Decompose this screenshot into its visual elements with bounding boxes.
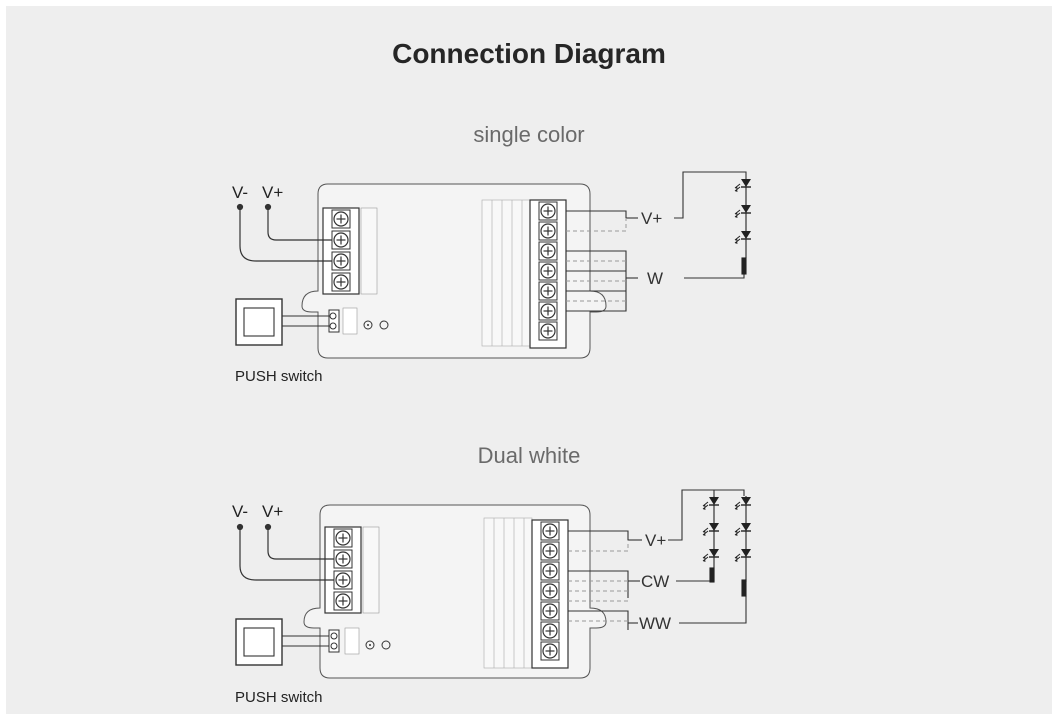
- led-strip-cw: [709, 496, 715, 583]
- push-switch-label: PUSH switch: [235, 368, 323, 385]
- output-label-cw: CW: [640, 572, 671, 592]
- output-label-table: [483, 517, 533, 669]
- output-label-w: W: [646, 269, 665, 289]
- led-icon: [734, 496, 752, 511]
- section-title-dual-white: Dual white: [477, 443, 581, 468]
- input-minus-label: V-: [232, 502, 249, 521]
- push-switch: [235, 298, 329, 346]
- output-label-table: [481, 199, 531, 347]
- led-icon: [702, 496, 720, 511]
- output-label-ww: WW: [638, 614, 673, 634]
- input-minus-label: V-: [232, 183, 249, 202]
- led-icon: [734, 204, 752, 219]
- push-switch-label: PUSH switch: [235, 689, 323, 706]
- led-strip-ww: [741, 496, 747, 597]
- wiring-diagram: [235, 171, 752, 679]
- diagram-canvas: Connection Diagram single color V- V+ V+…: [6, 6, 1052, 714]
- led-icon: [734, 522, 752, 537]
- push-switch: [235, 618, 329, 666]
- led-icon: [734, 230, 752, 245]
- input-plus-label: V+: [262, 183, 284, 202]
- output-label-vplus: V+: [644, 531, 668, 551]
- led-strip-single: [741, 180, 747, 275]
- output-label-vplus: V+: [640, 209, 664, 229]
- led-icon: [702, 522, 720, 537]
- page-title: Connection Diagram: [392, 38, 666, 69]
- led-icon: [734, 178, 752, 193]
- section-title-single-color: single color: [473, 122, 585, 147]
- led-icon: [734, 548, 752, 563]
- led-icon: [702, 548, 720, 563]
- input-plus-label: V+: [262, 502, 284, 521]
- section-2-diagram: [235, 489, 752, 679]
- section-1-diagram: [235, 171, 752, 359]
